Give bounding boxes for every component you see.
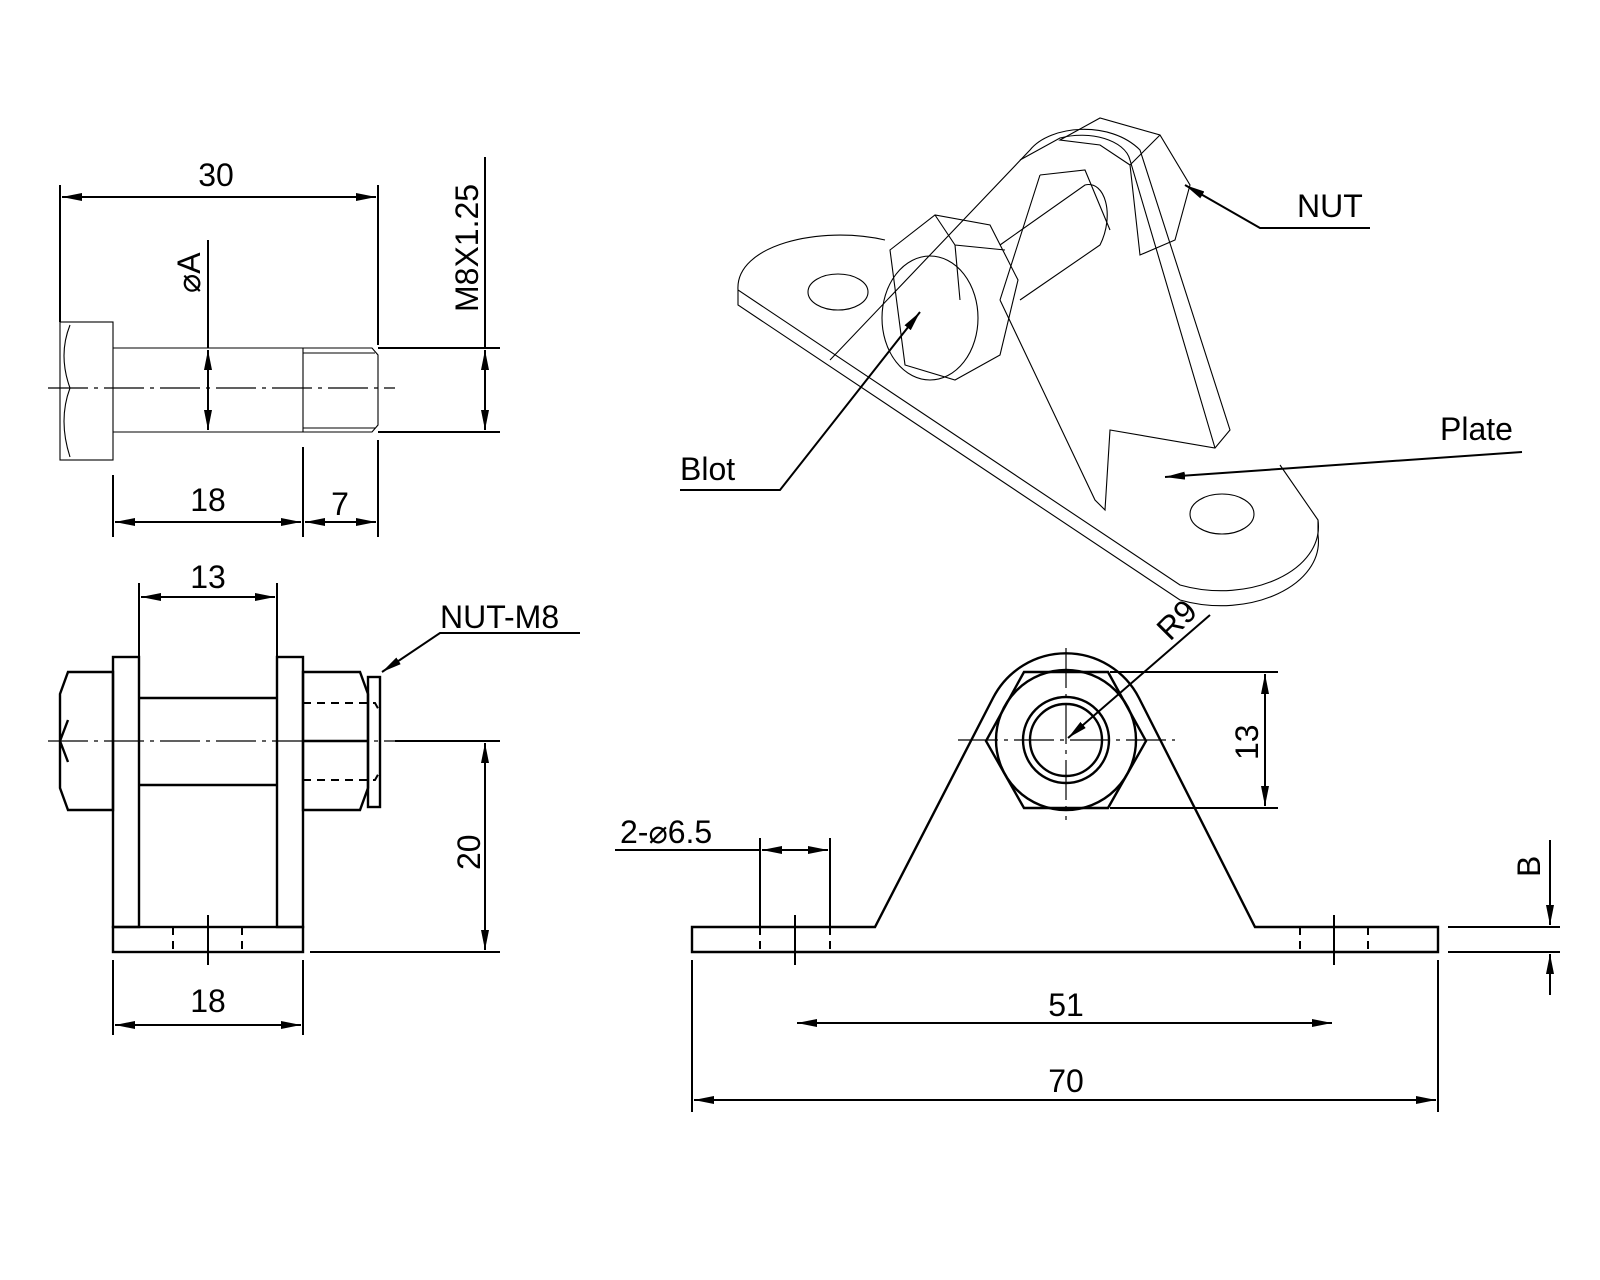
left-plate: [111, 655, 141, 929]
dim-b-extensions: [1448, 926, 1560, 953]
dim-70-extensions: [691, 960, 1439, 1112]
bolt-head: [59, 321, 114, 461]
dim-7-text: 7: [331, 486, 349, 522]
dim-18b-text: 18: [190, 983, 226, 1019]
nut-leader: [1184, 184, 1370, 229]
dim-20-text: 20: [451, 834, 487, 870]
iso-nut: [1058, 117, 1191, 256]
nut-hex: [984, 670, 1148, 810]
bolt-thread: [302, 347, 379, 433]
thread-hidden-lines: [303, 702, 381, 781]
plate-thickness: [737, 290, 1319, 607]
nut-m8-leader: [381, 632, 580, 673]
hole-hidden-lines: [759, 927, 1369, 952]
bolt-cylinder: [999, 184, 1108, 301]
dim-70-text: 70: [1048, 1063, 1084, 1099]
nut-m8-label: NUT-M8: [440, 599, 559, 635]
bolt-head-arcs: [63, 324, 71, 458]
dim-18-text: 18: [190, 482, 226, 518]
side-centerlines: [958, 648, 1175, 820]
dim-30-text: 30: [198, 157, 234, 193]
nut-label: NUT: [1297, 188, 1363, 224]
front-view: 13 NUT-M8 20 18: [48, 559, 580, 1035]
dim-13-extensions: [138, 583, 278, 657]
dim-r9-text: R9: [1149, 593, 1203, 647]
dim-13-extensions: [1110, 671, 1278, 809]
bracket-edges: [999, 134, 1216, 449]
hole-centerlines: [794, 915, 1335, 965]
bracket-outline: [829, 128, 1231, 512]
dim-thread-text: M8X1.25: [449, 184, 485, 312]
dim-13-text: 13: [190, 559, 226, 595]
dim-18-7-extensions: [112, 440, 379, 537]
side-view: 13 R9 2-⌀6.5 B 51 70: [615, 593, 1560, 1112]
bolt-label: Blot: [680, 451, 735, 487]
hole-hidden-lines: [172, 927, 243, 952]
plate-hole-left: [807, 273, 869, 311]
bolt-leader: [680, 311, 921, 491]
bolt-view: 30 ⌀A M8X1.25 18 7: [48, 157, 500, 537]
plate-label: Plate: [1440, 411, 1513, 447]
bolt-shank: [139, 696, 277, 787]
plate-top-outline: [737, 234, 1319, 592]
dim-a-text: ⌀A: [171, 252, 207, 293]
right-plate: [275, 655, 305, 929]
dim-holes-text: 2-⌀6.5: [620, 814, 712, 850]
isometric-view: NUT Plate Blot: [680, 117, 1523, 607]
iso-bolt-head: [889, 214, 1019, 381]
dim-30-extensions: [59, 185, 379, 345]
iso-bolt-face: [881, 255, 979, 381]
dim-holes-extensions: [615, 838, 831, 927]
washer: [366, 675, 382, 809]
dim-r9-leader: [1067, 614, 1211, 739]
dim-b-text: B: [1511, 856, 1547, 877]
dim-thread-extensions: [378, 347, 500, 433]
plate-leader: [1164, 451, 1523, 480]
dim-20-extensions: [310, 740, 500, 953]
bracket-profile: [690, 652, 1440, 954]
plate-hole-right: [1189, 493, 1255, 535]
dim-18b-extensions: [112, 960, 304, 1035]
dim-51-text: 51: [1048, 987, 1084, 1023]
dim-13-text: 13: [1229, 724, 1265, 760]
